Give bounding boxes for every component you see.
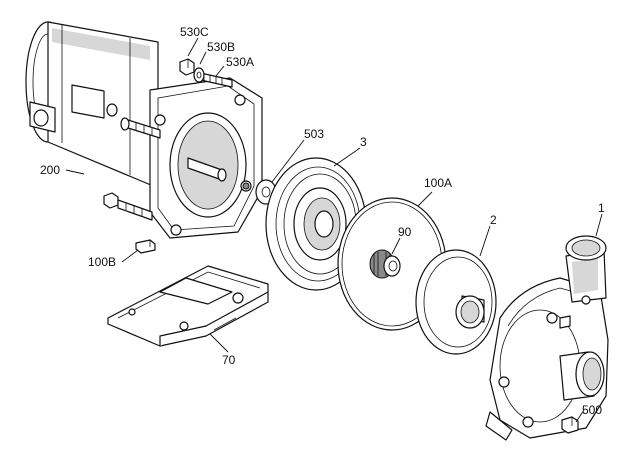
callout-2: 2	[490, 213, 497, 227]
callout-100b: 100B	[88, 255, 116, 269]
callout-200: 200	[40, 163, 60, 177]
callout-530c: 530C	[180, 25, 209, 39]
key-icon	[135, 239, 156, 254]
callout-500: 500	[582, 403, 602, 417]
callout-530b: 530B	[207, 40, 235, 54]
drain-plug-icon	[561, 416, 579, 434]
callout-90: 90	[398, 225, 412, 239]
leader-lines	[65, 37, 603, 423]
washer-icon	[193, 67, 205, 83]
callout-503: 503	[304, 127, 324, 141]
callout-530a: 530A	[226, 55, 254, 69]
callout-100a: 100A	[424, 176, 452, 190]
bolt-icon	[106, 103, 161, 139]
motor-icon	[25, 21, 263, 239]
bolt-icon	[103, 192, 153, 221]
pump-casing-icon	[485, 235, 609, 441]
nut-icon	[179, 58, 195, 76]
callout-70: 70	[222, 353, 236, 367]
callout-1: 1	[598, 201, 605, 215]
callout-3: 3	[360, 135, 367, 149]
impeller-icon	[415, 249, 497, 355]
mechanical-seal-icon	[369, 249, 401, 279]
mounting-base-icon	[107, 265, 269, 347]
